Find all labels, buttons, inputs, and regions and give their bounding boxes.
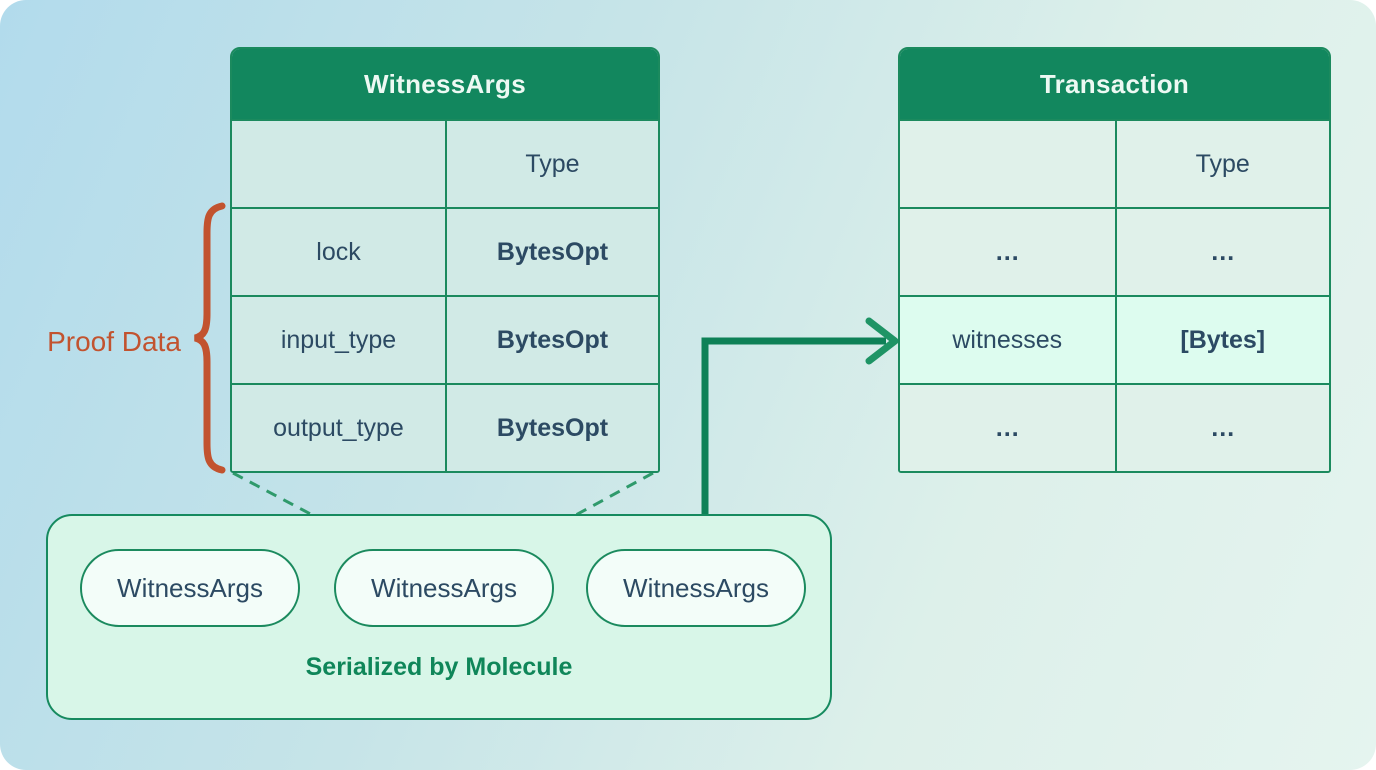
table-row: Type	[900, 119, 1329, 207]
witness-args-table: WitnessArgs Type lock BytesOpt input_typ…	[230, 47, 660, 473]
type-cell: …	[1114, 209, 1329, 295]
type-cell: …	[1114, 385, 1329, 471]
witness-args-pill: WitnessArgs	[334, 549, 554, 627]
type-cell: [Bytes]	[1114, 297, 1329, 383]
arrowhead-icon	[865, 317, 899, 365]
serialized-box: WitnessArgs WitnessArgs WitnessArgs Seri…	[46, 514, 832, 720]
witness-args-pill: WitnessArgs	[586, 549, 806, 627]
table-row: … …	[900, 383, 1329, 471]
witness-args-pill: WitnessArgs	[80, 549, 300, 627]
field-header-cell	[232, 121, 445, 207]
table-row: … …	[900, 207, 1329, 295]
field-cell: output_type	[232, 385, 445, 471]
type-cell: BytesOpt	[445, 297, 658, 383]
table-row: input_type BytesOpt	[232, 295, 658, 383]
type-cell: BytesOpt	[445, 209, 658, 295]
transaction-table: Transaction Type … … witnesses [Bytes] ……	[898, 47, 1331, 473]
field-cell: lock	[232, 209, 445, 295]
table-row: output_type BytesOpt	[232, 383, 658, 471]
table-row-witnesses: witnesses [Bytes]	[900, 295, 1329, 383]
proof-data-label: Proof Data	[47, 326, 181, 357]
table-row: Type	[232, 119, 658, 207]
curly-brace-icon	[193, 202, 226, 474]
type-header-cell: Type	[445, 121, 658, 207]
field-cell: witnesses	[900, 297, 1115, 383]
serialized-caption: Serialized by Molecule	[305, 653, 573, 681]
field-cell: input_type	[232, 297, 445, 383]
table-row: lock BytesOpt	[232, 207, 658, 295]
type-header-cell: Type	[1114, 121, 1329, 207]
arrow-icon	[701, 337, 886, 514]
transaction-table-title: Transaction	[900, 49, 1329, 119]
witness-args-table-title: WitnessArgs	[232, 49, 658, 119]
type-cell: BytesOpt	[445, 385, 658, 471]
field-cell: …	[900, 385, 1115, 471]
field-header-cell	[900, 121, 1115, 207]
field-cell: …	[900, 209, 1115, 295]
